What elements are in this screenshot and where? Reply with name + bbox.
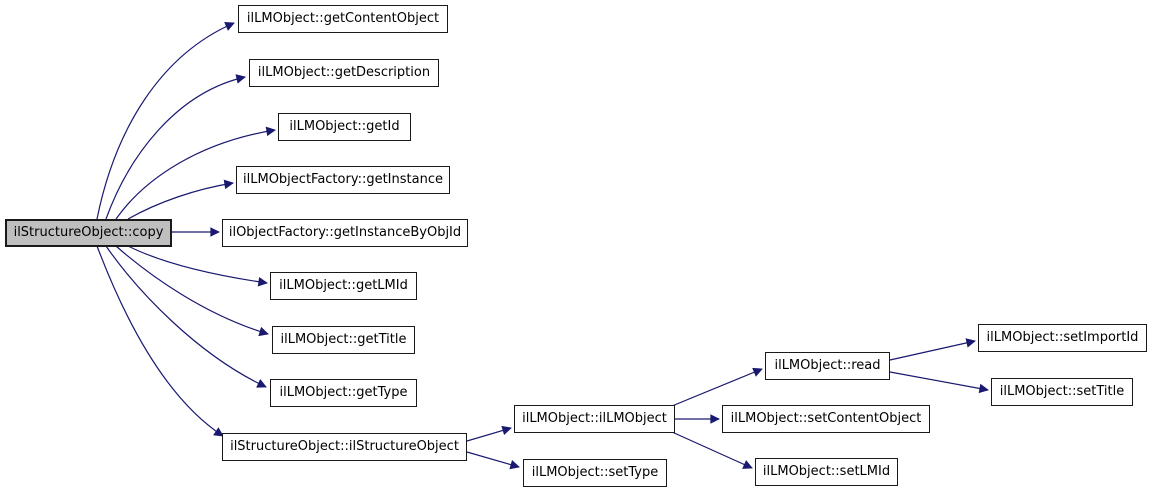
node-illmobject-read[interactable]: ilLMObject::read [765, 352, 890, 380]
node-illmobject-settype[interactable]: ilLMObject::setType [523, 459, 667, 487]
node-illmobject-gettype[interactable]: ilLMObject::getType [270, 379, 417, 407]
node-ilobjectfactory-getinstancebyobjid[interactable]: ilObjectFactory::getInstanceByObjId [222, 219, 468, 247]
edge-illmobject-setlmid [671, 431, 753, 469]
edge-copy-getid [115, 126, 276, 220]
node-illmobject-illmobject[interactable]: ilLMObject::ilLMObject [514, 405, 675, 433]
node-illmobject-settitle[interactable]: ilLMObject::setTitle [991, 378, 1133, 406]
node-illmobject-setimportid[interactable]: ilLMObject::setImportId [978, 324, 1147, 352]
edge-copy-ilstructureobject [96, 245, 224, 437]
edge-copy-getinstance [127, 179, 234, 220]
edge-read-setimportid [889, 338, 976, 361]
node-illmobjectfactory-getinstance[interactable]: ilLMObjectFactory::getInstance [236, 166, 450, 194]
edge-illmobject-read [671, 367, 763, 407]
edge-copy-getlmid [127, 245, 268, 287]
node-illmobject-setlmid[interactable]: ilLMObject::setLMId [755, 458, 898, 486]
node-ilstructureobject-ilstructureobject[interactable]: ilStructureObject::ilStructureObject [222, 433, 467, 461]
node-illmobject-setcontentobject[interactable]: ilLMObject::setContentObject [722, 405, 930, 433]
node-illmobject-getdescription[interactable]: ilLMObject::getDescription [249, 59, 439, 87]
node-illmobject-getid[interactable]: ilLMObject::getId [278, 113, 411, 141]
edge-ilstructureobject-settype [466, 451, 520, 470]
edge-copy-gettitle [115, 245, 269, 337]
edge-copy-gettype [105, 245, 267, 388]
edge-ilstructureobject-illmobject [466, 425, 512, 442]
edge-copy-getdescription [105, 74, 246, 220]
node-illmobject-getcontentobject[interactable]: ilLMObject::getContentObject [238, 5, 448, 33]
node-illmobject-getlmid[interactable]: ilLMObject::getLMId [270, 272, 417, 300]
edge-copy-getcontentobject [96, 22, 235, 220]
node-illmobject-gettitle[interactable]: ilLMObject::getTitle [272, 326, 415, 354]
edge-read-settitle [889, 371, 989, 394]
node-ilstructureobject-copy: ilStructureObject::copy [5, 219, 172, 247]
